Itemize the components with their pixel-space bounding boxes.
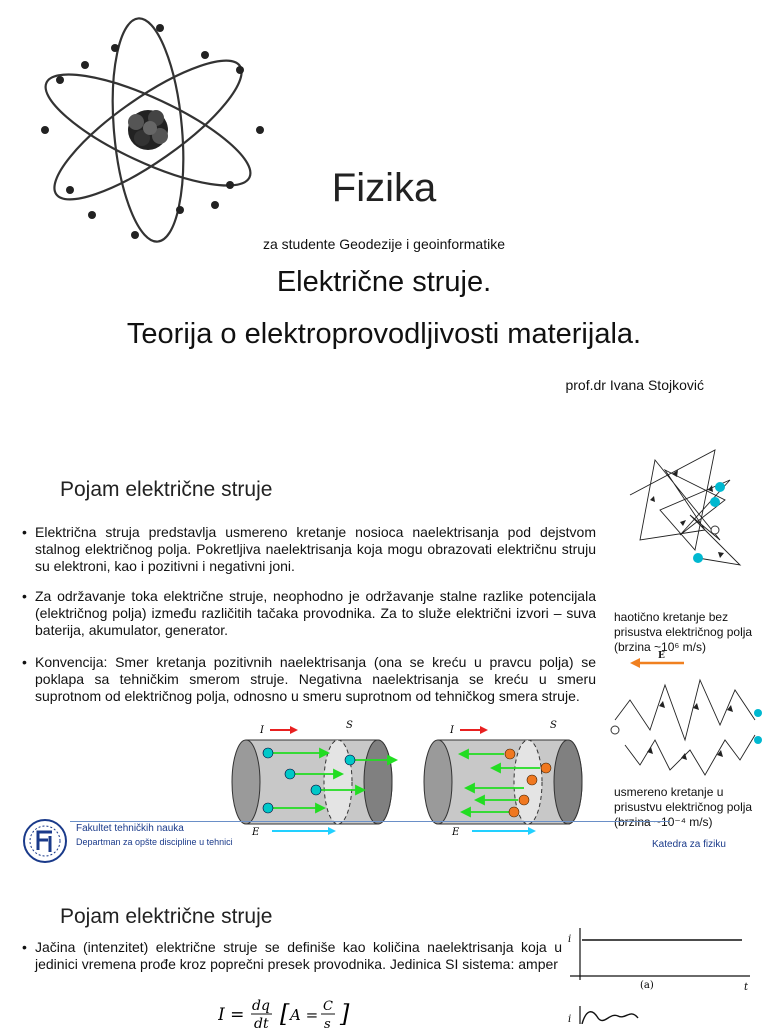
- svg-text:[: [: [280, 1000, 290, 1028]
- bullet-item: • Konvencija: Smer kretanja pozitivnih n…: [22, 654, 596, 705]
- svg-text:S: S: [550, 720, 557, 731]
- lecture-heading-1: Električne struje.: [276, 266, 492, 298]
- field-arrow-icon: E: [630, 651, 684, 668]
- lecture-heading-2: Teorija o elektroprovodljivosti materija…: [126, 318, 642, 350]
- svg-text:E: E: [658, 651, 665, 661]
- svg-text:i: i: [568, 934, 571, 945]
- svg-text:i: i: [568, 1014, 571, 1024]
- svg-text:E: E: [251, 827, 260, 838]
- chair-name: Katedra za fiziku: [652, 839, 726, 850]
- directed-motion-diagram: [610, 678, 762, 776]
- electron-icon: [693, 553, 703, 563]
- slide-title: Pojam električne struje: [60, 478, 273, 501]
- bullet-item: • Za održavanje toka električne struje, …: [22, 588, 596, 639]
- bullet-text: Za održavanje toka električne struje, ne…: [35, 588, 596, 638]
- bullet-dot-icon: •: [22, 654, 27, 670]
- faculty-name: Fakultet tehničkih nauka: [76, 823, 184, 834]
- ion-icon: [710, 525, 720, 535]
- presentation-subtitle: za studente Geodezije i geoinformatike: [262, 236, 506, 252]
- svg-text:E: E: [451, 827, 460, 838]
- footer-divider: [70, 821, 670, 822]
- bullet-item: • Jačina (intenzitet) električne struje …: [22, 939, 562, 973]
- bullet-text: Konvencija: Smer kretanja pozitivnih nae…: [35, 654, 596, 704]
- department-name: Departman za opšte discipline u tehnici: [76, 837, 233, 847]
- electron-icon: [754, 736, 762, 744]
- chaotic-motion-diagram: [629, 449, 742, 566]
- bullet-text: Električna struja predstavlja usmereno k…: [35, 524, 596, 574]
- positive-carrier-cylinder: I S: [231, 720, 399, 825]
- svg-text:S: S: [346, 720, 353, 731]
- bullet-item: • Električna struja predstavlja usmereno…: [22, 524, 596, 575]
- svg-text:I: I: [259, 725, 265, 736]
- author-name: prof.dr Ivana Stojković: [565, 377, 704, 393]
- svg-text:t: t: [744, 982, 749, 993]
- atom-illustration: [41, 17, 264, 243]
- formula-render: I = dq dt [ A = C s ]: [217, 998, 350, 1032]
- svg-text:dq: dq: [252, 998, 270, 1014]
- electron-icon: [754, 709, 762, 717]
- svg-text:dt: dt: [254, 1016, 269, 1030]
- svg-text:I: I: [449, 725, 455, 736]
- svg-text:(a): (a): [640, 980, 654, 991]
- bullet-dot-icon: •: [22, 524, 27, 540]
- bullet-dot-icon: •: [22, 939, 27, 955]
- constant-current-graph: i t (a) i: [568, 928, 750, 1024]
- svg-text:A =: A =: [288, 1006, 318, 1024]
- faculty-logo-icon: [23, 819, 67, 863]
- negative-carrier-cylinder: I S: [423, 720, 583, 825]
- presentation-title: Fizika: [331, 166, 437, 210]
- conductor-diagram: I S I S E E: [231, 720, 583, 838]
- caption-chaotic-motion: haotično kretanje bez prisustva električ…: [614, 610, 753, 654]
- bullet-text: Jačina (intenzitet) električne struje se…: [35, 939, 562, 972]
- bullet-dot-icon: •: [22, 588, 27, 604]
- ion-icon: [610, 725, 620, 735]
- slide-title: Pojam električne struje: [60, 905, 273, 928]
- caption-directed-motion: usmereno kretanje u prisustvu električno…: [614, 785, 753, 829]
- current-formula: I = dq dt [ A = C s ]: [217, 996, 358, 1035]
- electron-icon: [710, 497, 720, 507]
- electron-icon: [715, 482, 725, 492]
- svg-text:C: C: [323, 999, 333, 1014]
- svg-text:]: ]: [339, 1000, 350, 1028]
- svg-text:I =: I =: [218, 1005, 244, 1025]
